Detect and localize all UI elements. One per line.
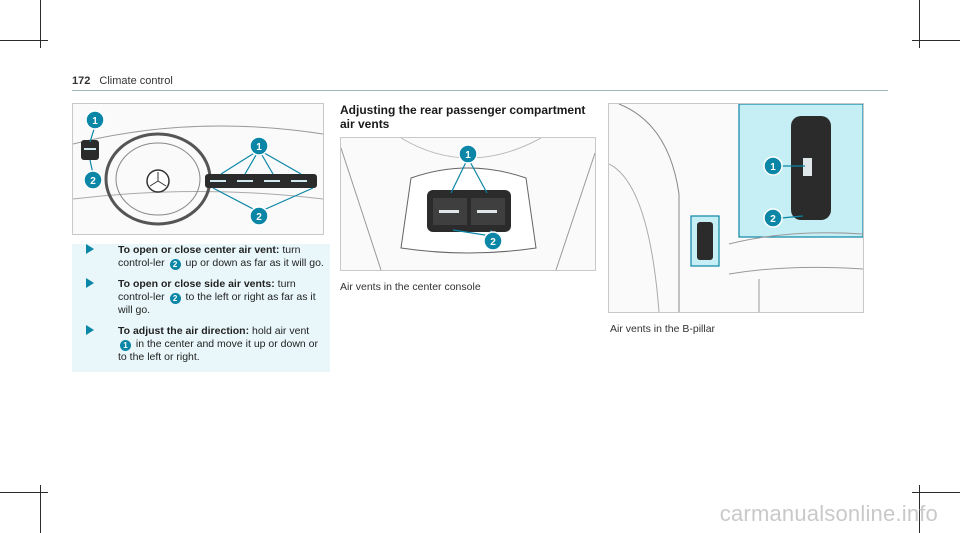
step-title: To adjust the air direction: [118,325,250,337]
crop-mark [40,485,41,533]
step-arrow-icon [86,244,94,254]
callout-1-console: 1 [458,144,478,164]
step-title: To open or close center air vent: [118,244,280,256]
header-divider [72,90,888,91]
center-console-vents-figure: 1 2 [340,137,596,271]
crop-mark [919,485,920,533]
page-number: 172 [72,75,91,87]
callout-1-dash-center: 1 [249,136,269,156]
callout-marker: 2 [169,259,181,270]
crop-mark [0,40,48,41]
crop-mark [912,492,960,493]
center-console-caption: Air vents in the center console [340,281,481,293]
step-text: hold air vent [249,325,310,337]
step-text: to the left or right as far as it will g… [118,291,316,316]
crop-mark [40,0,41,48]
crop-mark [0,492,48,493]
b-pillar-vents-figure: 1 2 [608,103,864,313]
step-arrow-icon [86,278,94,288]
callout-2-dash-center: 2 [249,206,269,226]
callout-2-b-pillar: 2 [763,208,783,228]
dashboard-vents-figure: 1 2 1 2 [72,103,324,235]
callout-1-dash-left: 1 [85,110,105,130]
svg-text:2: 2 [90,176,96,187]
callout-marker: 2 [169,293,181,304]
svg-text:1: 1 [770,162,776,173]
step-center-vent: To open or close center air vent: turn c… [72,244,330,278]
svg-text:2: 2 [256,212,262,223]
crop-mark [912,40,960,41]
svg-text:1: 1 [256,142,262,153]
callout-1-b-pillar: 1 [763,156,783,176]
page-header: 172 Climate control [72,75,173,87]
step-title: To open or close side air vents: [118,278,275,290]
step-arrow-icon [86,325,94,335]
b-pillar-caption: Air vents in the B-pillar [610,323,716,335]
svg-text:1: 1 [465,150,471,161]
svg-text:2: 2 [490,237,496,248]
svg-text:2: 2 [770,214,776,225]
step-text: up or down as far as it will go. [182,257,324,269]
section-name: Climate control [99,75,173,87]
step-text: in the center and move it up or down or … [118,338,319,363]
step-side-vents: To open or close side air vents: turn co… [72,278,330,325]
b-pillar-illustration: 1 2 [609,104,863,312]
step-text: turn control-ler [118,278,296,303]
step-air-direction: To adjust the air direction: hold air ve… [72,325,330,372]
center-console-illustration: 1 2 [341,138,595,270]
crop-mark [919,0,920,48]
watermark-text: carmanualsonline.info [719,501,938,526]
callout-marker: 1 [120,340,131,351]
section-heading: Adjusting the rear passenger compartment… [340,103,586,131]
step-text: turn control-ler [118,244,301,269]
svg-text:1: 1 [92,116,98,127]
dashboard-illustration: 1 2 1 2 [73,104,323,234]
callout-2-dash-left: 2 [83,170,103,190]
callout-2-console: 2 [483,231,503,251]
instruction-steps: To open or close center air vent: turn c… [72,244,330,372]
